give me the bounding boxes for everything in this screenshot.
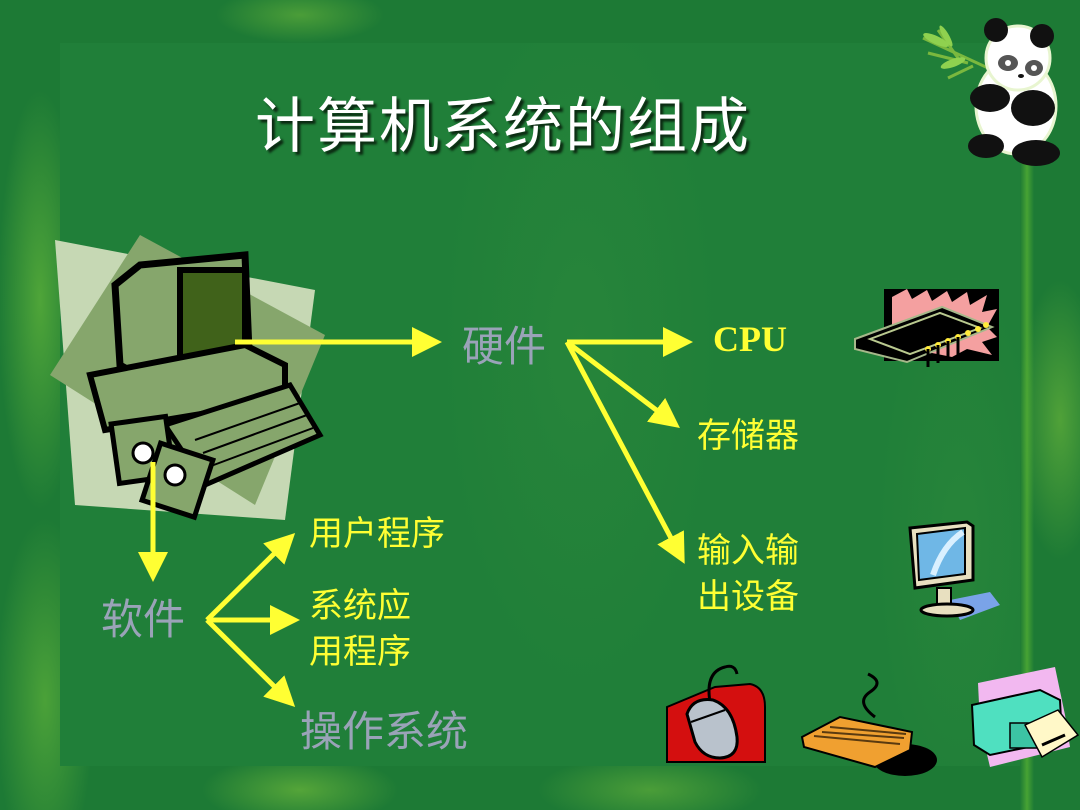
- mouse-icon: [666, 664, 766, 763]
- io-devices-label-line2: 出设备: [697, 577, 799, 617]
- user-programs-label: 用户程序: [309, 514, 445, 554]
- printer-icon: [970, 667, 1080, 767]
- operating-system-label: 操作系统: [300, 707, 469, 756]
- arrow-hardware-to-io: [564, 340, 685, 564]
- computer-icon: [50, 235, 325, 521]
- arrow-hardware-to-storage: [565, 340, 680, 429]
- io-devices-label: 输入输 出设备: [697, 528, 799, 620]
- software-label: 软件: [101, 595, 186, 644]
- system-apps-label-line2: 用程序: [309, 632, 411, 672]
- system-apps-label-line1: 系统应: [309, 586, 411, 626]
- monitor-icon: [908, 520, 1000, 620]
- system-apps-label: 系统应 用程序: [309, 583, 411, 675]
- panda-with-bamboo-icon: [922, 18, 1060, 166]
- arrow-software-to-os: [205, 618, 296, 708]
- cpu-label: CPU: [713, 319, 787, 359]
- slide-title: 计算机系统的组成: [255, 92, 751, 162]
- io-devices-label-line1: 输入输: [697, 531, 799, 571]
- bamboo-stripe: [1020, 130, 1034, 810]
- cpu-chip-icon: [854, 289, 999, 367]
- hardware-label: 硬件: [462, 322, 547, 371]
- keyboard-icon: [800, 672, 937, 776]
- arrow-software-to-user: [205, 532, 296, 622]
- storage-label: 存储器: [697, 416, 799, 456]
